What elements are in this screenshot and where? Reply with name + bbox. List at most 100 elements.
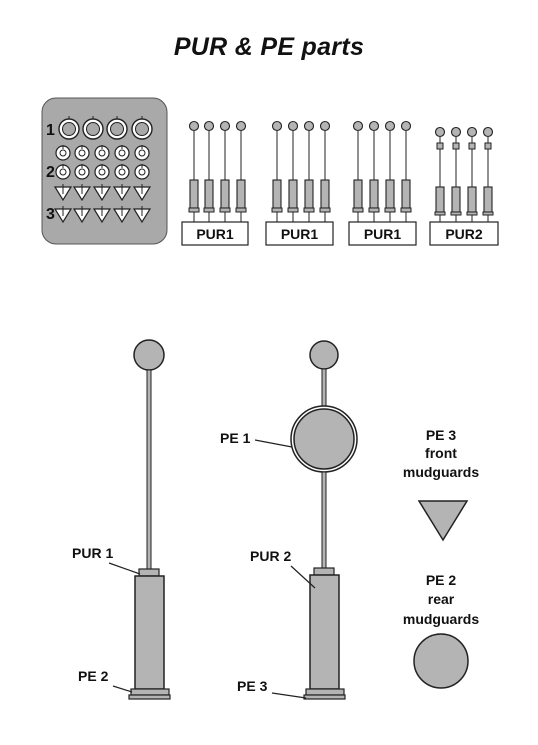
rod-tube bbox=[220, 179, 230, 209]
label-pur2: PUR 2 bbox=[250, 548, 291, 564]
rod-tube bbox=[369, 179, 379, 209]
tube-body bbox=[134, 575, 165, 690]
rod-tube bbox=[272, 179, 282, 209]
pur-group-2: PUR1 bbox=[265, 120, 334, 246]
pe1-disc bbox=[293, 408, 355, 470]
rod-ball bbox=[482, 126, 494, 138]
rod-tube bbox=[204, 179, 214, 209]
rod-tube bbox=[467, 186, 477, 213]
rod-ball bbox=[303, 120, 315, 132]
pur-group-label: PUR2 bbox=[445, 226, 483, 242]
leader-pe2 bbox=[112, 685, 133, 693]
tube-body bbox=[309, 574, 340, 690]
rod-bead bbox=[436, 142, 444, 150]
rod-ball bbox=[219, 120, 231, 132]
rod-ball bbox=[368, 120, 380, 132]
rod-bead bbox=[468, 142, 476, 150]
front-line1: PE 3 bbox=[426, 427, 457, 443]
label-pe2: PE 2 bbox=[78, 668, 109, 684]
base-plate-bottom bbox=[128, 694, 171, 700]
front-line3: mudguards bbox=[403, 464, 479, 480]
sprue-row-label-2: 2 bbox=[46, 164, 55, 181]
rod-ball bbox=[434, 126, 446, 138]
rod-bead bbox=[452, 142, 460, 150]
pur-label-box bbox=[429, 221, 499, 246]
base-plate-bottom bbox=[303, 694, 346, 700]
sprue-row-small-rings bbox=[55, 145, 150, 180]
rod-upper bbox=[321, 368, 327, 410]
label-pur1: PUR 1 bbox=[72, 545, 113, 561]
small-ring-hole bbox=[78, 149, 86, 157]
rear-line3: mudguards bbox=[403, 611, 479, 627]
rod-ball bbox=[188, 120, 200, 132]
label-pe3: PE 3 bbox=[237, 678, 268, 694]
rod-ball bbox=[319, 120, 331, 132]
rod-ball bbox=[352, 120, 364, 132]
collar bbox=[138, 568, 160, 577]
assembly-left: PUR 1 PE 2 bbox=[72, 339, 171, 700]
top-ball bbox=[309, 340, 339, 370]
collar bbox=[313, 567, 335, 576]
base-plate bbox=[130, 688, 170, 696]
rod-tube bbox=[189, 179, 199, 209]
rod-tube bbox=[435, 186, 445, 213]
rod-ball bbox=[203, 120, 215, 132]
rod-bead bbox=[484, 142, 492, 150]
pur-label-box bbox=[181, 221, 249, 246]
rod-foot bbox=[319, 207, 331, 213]
sprue-row-large-rings bbox=[58, 116, 153, 140]
top-ball bbox=[133, 339, 165, 371]
rod-tube bbox=[483, 186, 493, 213]
leader-pe3 bbox=[271, 692, 307, 699]
rod-foot bbox=[482, 211, 494, 216]
rod-tube bbox=[288, 179, 298, 209]
label-pe1: PE 1 bbox=[220, 430, 251, 446]
rod-foot bbox=[434, 211, 446, 216]
pur-group-1: PUR1 bbox=[181, 120, 249, 246]
pur-group-label: PUR1 bbox=[364, 226, 402, 242]
small-ring-hole bbox=[138, 168, 146, 176]
small-ring-hole bbox=[118, 168, 126, 176]
rod-foot bbox=[188, 207, 200, 213]
pur-label-box bbox=[265, 221, 334, 246]
sprue-row-label-1: 1 bbox=[46, 122, 55, 139]
small-ring-hole bbox=[59, 168, 67, 176]
rear-line2: rear bbox=[428, 591, 455, 607]
page-title: PUR & PE parts bbox=[173, 33, 365, 61]
large-ring-hole bbox=[110, 122, 124, 136]
rod-foot bbox=[368, 207, 380, 213]
rod-ball bbox=[384, 120, 396, 132]
rod-ball bbox=[450, 126, 462, 138]
pur-group-4: PUR2 bbox=[429, 126, 499, 246]
rod-foot bbox=[235, 207, 247, 213]
rod-foot bbox=[303, 207, 315, 213]
rod-foot bbox=[400, 207, 412, 213]
rod-tube bbox=[236, 179, 246, 209]
rod-foot bbox=[287, 207, 299, 213]
rod-tube bbox=[320, 179, 330, 209]
rod-ball bbox=[400, 120, 412, 132]
small-ring-hole bbox=[59, 149, 67, 157]
rear-line1: PE 2 bbox=[426, 572, 457, 588]
pur-group-3: PUR1 bbox=[348, 120, 417, 246]
rod-tube bbox=[304, 179, 314, 209]
rod-foot bbox=[219, 207, 231, 213]
rod-lower bbox=[321, 471, 327, 569]
rod-tube bbox=[451, 186, 461, 213]
front-line2: front bbox=[425, 445, 457, 461]
legend-front-mudguards: PE 3 front mudguards bbox=[403, 427, 479, 542]
rod-tube bbox=[385, 179, 395, 209]
sprue-row-triangles bbox=[53, 184, 152, 224]
rod-foot bbox=[271, 207, 283, 213]
pur-label-box bbox=[348, 221, 417, 246]
large-ring-hole bbox=[135, 122, 149, 136]
rod-foot bbox=[466, 211, 478, 216]
leader-pe1 bbox=[254, 439, 293, 448]
small-ring-hole bbox=[138, 149, 146, 157]
small-ring-hole bbox=[118, 149, 126, 157]
rod-ball bbox=[466, 126, 478, 138]
rod-ball bbox=[235, 120, 247, 132]
pur-group-label: PUR1 bbox=[281, 226, 319, 242]
large-ring-hole bbox=[62, 122, 76, 136]
rod bbox=[146, 369, 152, 570]
